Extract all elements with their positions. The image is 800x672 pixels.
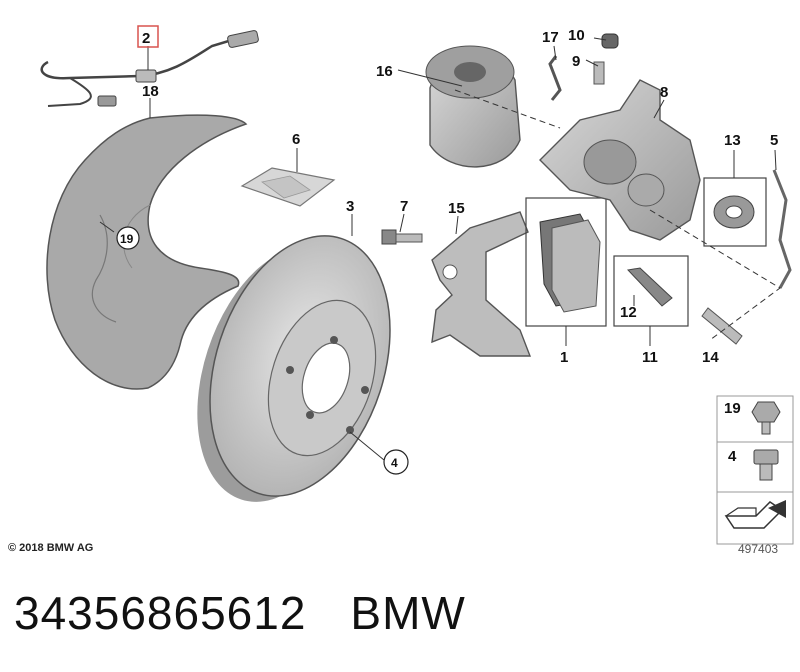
leader-lines (99, 37, 781, 461)
brand-name: BMW (350, 587, 466, 639)
guide-spring (548, 55, 562, 101)
callout-5[interactable]: 5 (770, 132, 778, 149)
part-number: 34356865612 (14, 587, 307, 639)
callout-17[interactable]: 17 (542, 29, 559, 46)
hex-flange-bolt-icon (751, 401, 781, 435)
grease-packet (240, 167, 336, 207)
callout-15[interactable]: 15 (448, 200, 465, 217)
parking-brake-actuator (425, 45, 521, 168)
callout-12[interactable]: 12 (620, 304, 637, 321)
callout-3[interactable]: 3 (346, 198, 354, 215)
callout-6[interactable]: 6 (292, 131, 300, 148)
brake-caliper (539, 79, 701, 241)
callout-14[interactable]: 14 (702, 349, 719, 366)
callout-10[interactable]: 10 (568, 27, 585, 44)
bleeder-screw (593, 61, 605, 85)
seal-kit-box (703, 177, 767, 247)
drawing-number: 497403 (738, 542, 779, 556)
spring-clip (772, 169, 792, 289)
fastener-legend-panel (716, 395, 794, 545)
callout-18[interactable]: 18 (142, 83, 159, 100)
copyright-notice: © 2018 BMW AG (8, 542, 94, 554)
wear-sensor-cable (40, 30, 259, 107)
legend-label-19: 19 (724, 400, 741, 417)
caliper-carrier (431, 211, 532, 357)
arrow-pictogram-icon (724, 500, 786, 529)
callout-11[interactable]: 11 (642, 349, 658, 366)
dust-cap (601, 33, 619, 49)
brake-pads-box (525, 197, 607, 327)
callout-7[interactable]: 7 (400, 198, 408, 215)
callout-1[interactable]: 1 (560, 349, 568, 366)
callout-8[interactable]: 8 (660, 84, 668, 101)
footer-caption: 34356865612 BMW (14, 586, 466, 640)
brake-disc (197, 235, 391, 502)
guide-pin (701, 307, 743, 345)
bolt (381, 229, 423, 245)
socket-head-bolt-icon (753, 449, 779, 481)
callout-4[interactable]: 4 (391, 456, 398, 470)
callout-13[interactable]: 13 (724, 132, 741, 149)
guide-bolt-kit-box (613, 255, 689, 327)
protection-plate (46, 114, 248, 390)
highlight-box (137, 25, 159, 48)
callout-2[interactable]: 2 (142, 30, 150, 47)
callout-16[interactable]: 16 (376, 63, 393, 80)
callout-9[interactable]: 9 (572, 53, 580, 70)
legend-label-4: 4 (728, 448, 737, 465)
callout-19[interactable]: 19 (120, 232, 134, 246)
